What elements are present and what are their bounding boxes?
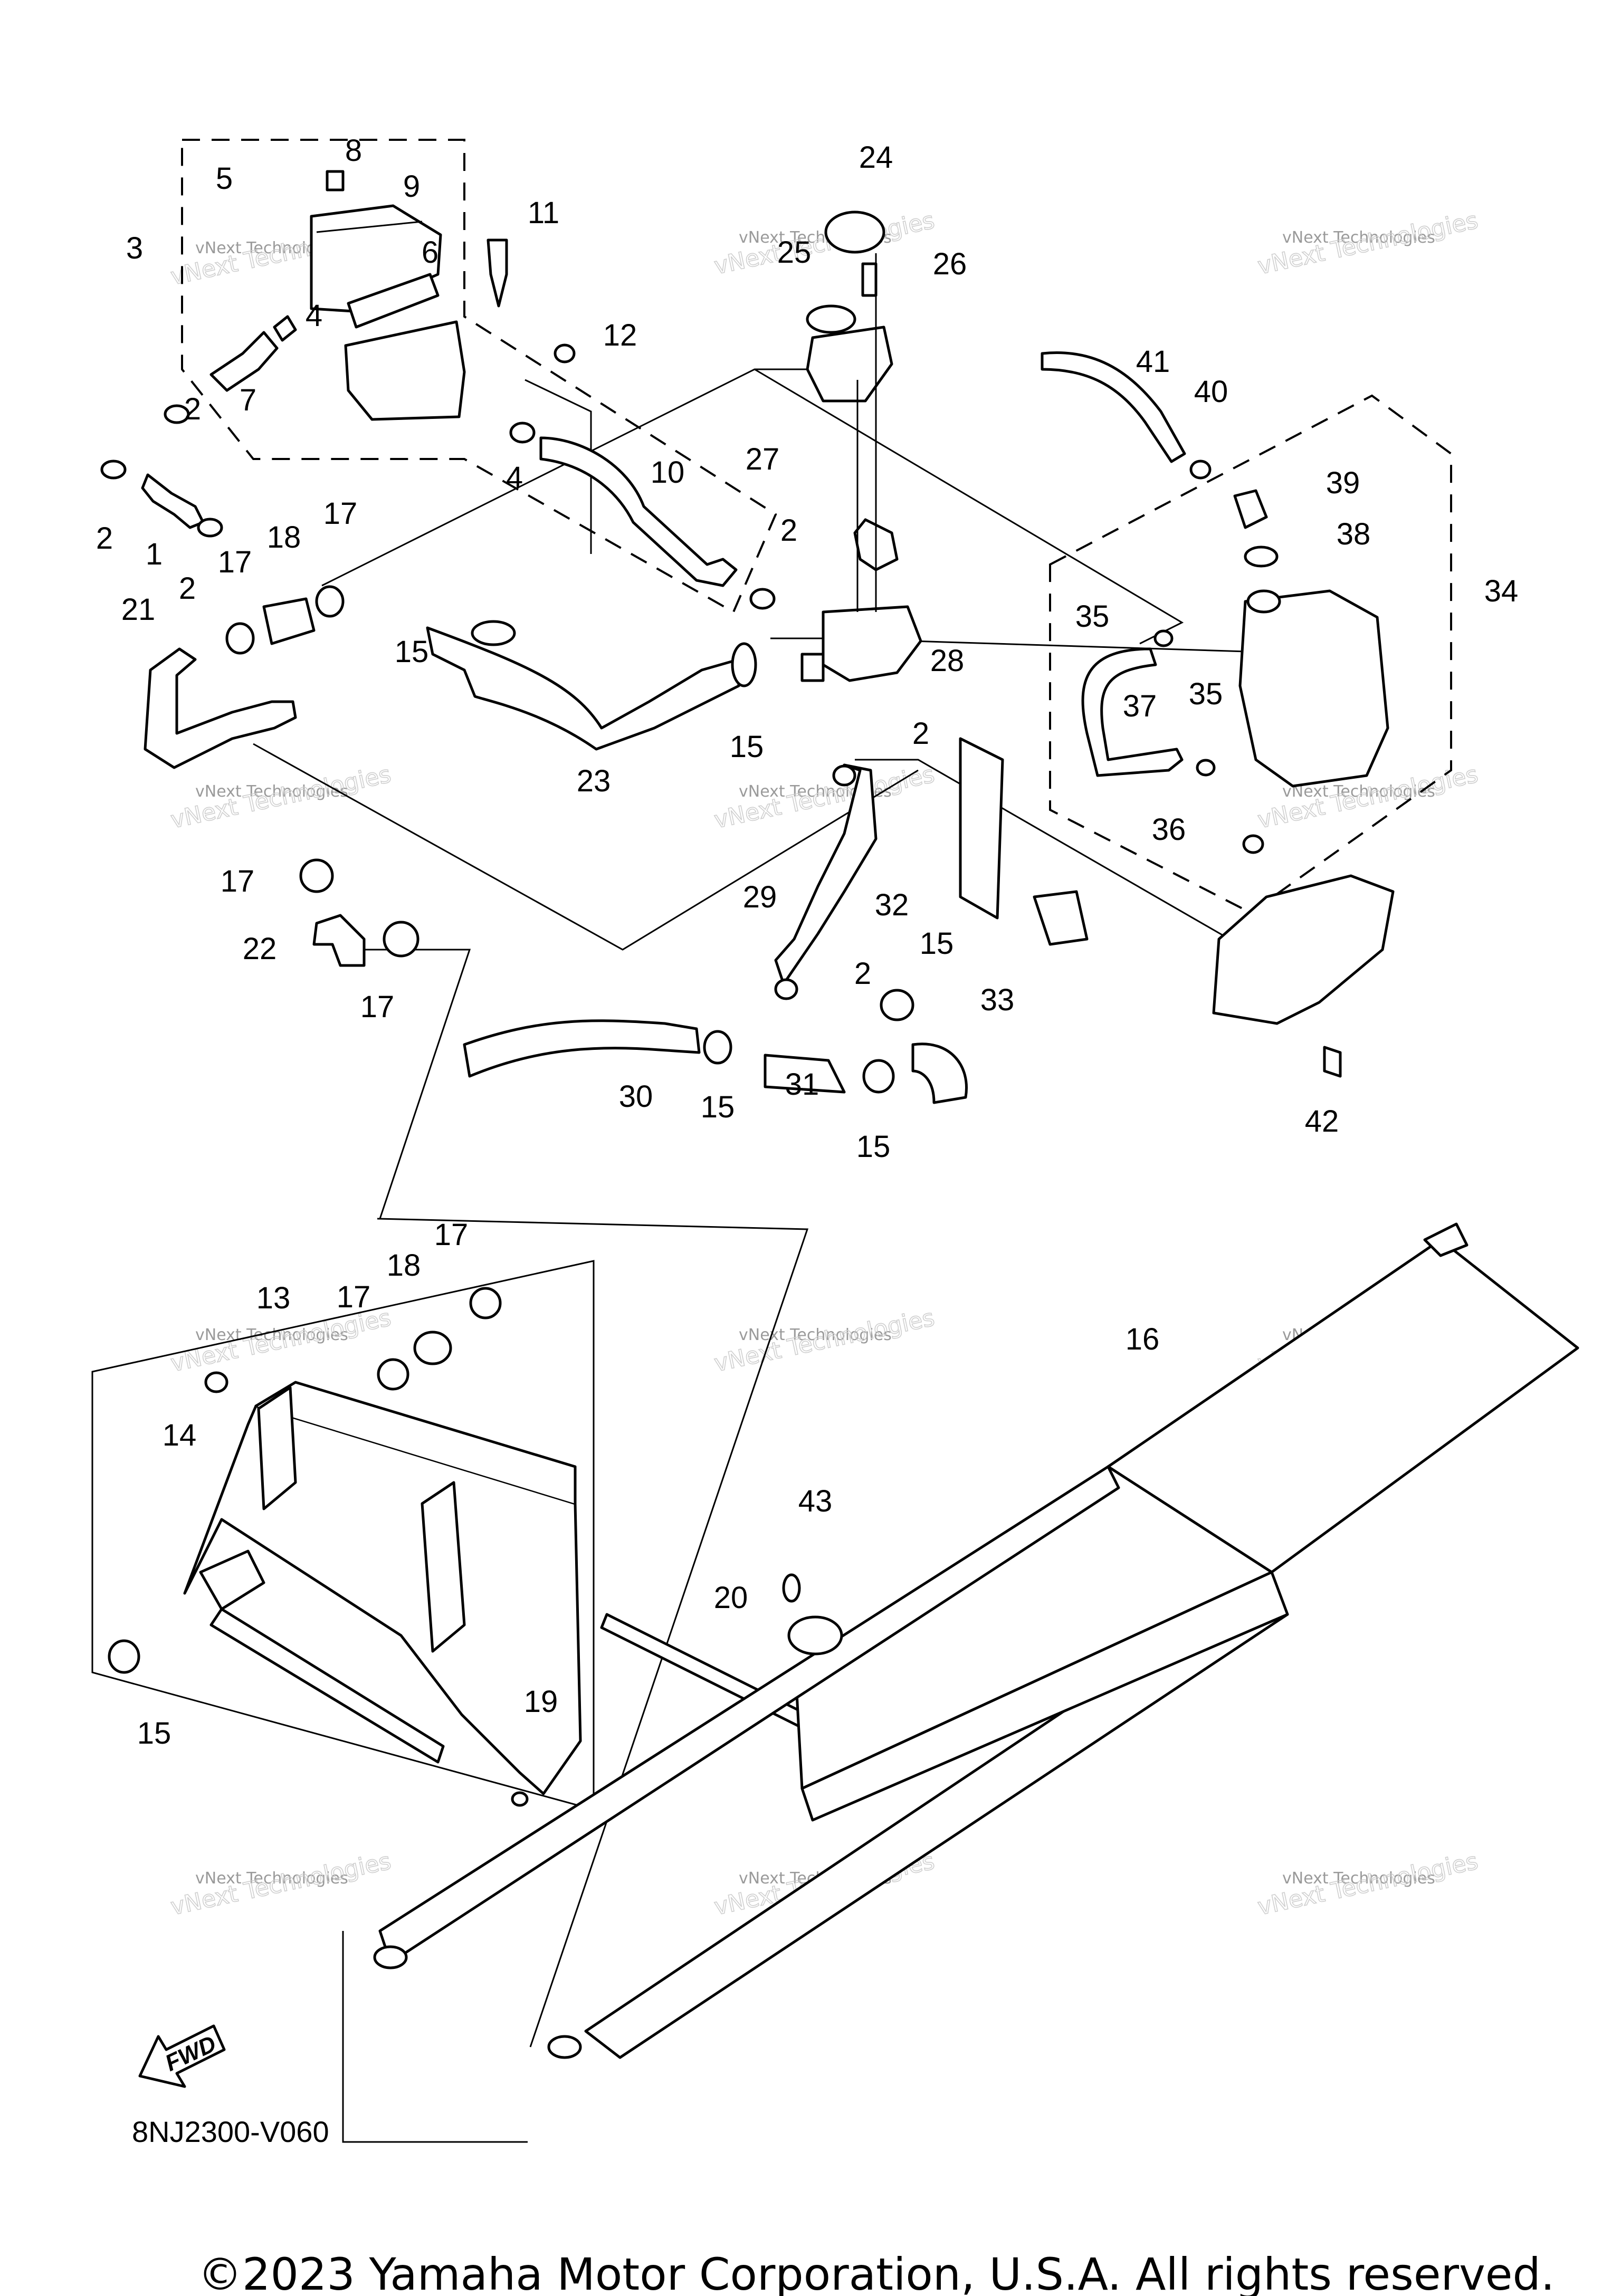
callout-c28: 28 xyxy=(930,644,965,678)
callout-c30: 30 xyxy=(619,1079,653,1114)
callout-c6: 6 xyxy=(422,235,438,270)
watermark-small: vNext Technologies xyxy=(195,1869,348,1888)
callout-c40: 40 xyxy=(1194,375,1228,409)
callout-c3: 3 xyxy=(126,231,143,265)
callout-c33: 33 xyxy=(980,983,1015,1017)
watermark-small: vNext Technologies xyxy=(195,1326,348,1344)
callout-c15c: 15 xyxy=(920,926,954,961)
callout-c43: 43 xyxy=(798,1484,833,1518)
callout-c34: 34 xyxy=(1484,574,1519,608)
callout-c27: 27 xyxy=(746,442,780,476)
callout-c13: 13 xyxy=(256,1281,291,1315)
watermark-small: vNext Technologies xyxy=(739,1326,892,1344)
callout-c15a: 15 xyxy=(395,635,429,669)
callout-c2b: 2 xyxy=(96,521,113,556)
left-hoses xyxy=(141,331,740,967)
brackets xyxy=(959,737,1395,1078)
callout-c20: 20 xyxy=(714,1581,748,1615)
callout-c8: 8 xyxy=(345,133,362,168)
callout-c5: 5 xyxy=(216,161,233,196)
callout-c17c: 17 xyxy=(221,864,255,898)
callout-c36: 36 xyxy=(1152,812,1186,847)
group-boxes xyxy=(181,139,1452,914)
watermark-small: vNext Technologies xyxy=(195,782,348,801)
callout-c1: 1 xyxy=(146,537,163,571)
callout-c16: 16 xyxy=(1126,1322,1160,1356)
callout-c7: 7 xyxy=(240,383,256,417)
callout-c17f: 17 xyxy=(337,1280,371,1314)
callout-c17e: 17 xyxy=(434,1218,469,1252)
thermostat-housing xyxy=(800,211,922,682)
callout-layer: 1222222344567891011121314151515151515161… xyxy=(96,133,1518,1750)
callout-c10: 10 xyxy=(651,455,685,490)
heat-exchanger-plates xyxy=(373,1222,1579,2059)
callout-c32: 32 xyxy=(875,888,909,922)
callout-c37: 37 xyxy=(1123,689,1157,723)
callout-c24: 24 xyxy=(859,140,893,175)
watermark-small: vNext Technologies xyxy=(1282,782,1435,801)
callout-c25: 25 xyxy=(777,235,812,270)
callout-c18a: 18 xyxy=(267,520,301,554)
callout-c9: 9 xyxy=(403,169,420,204)
callout-c38: 38 xyxy=(1337,517,1371,551)
callout-c35b: 35 xyxy=(1189,677,1223,711)
callout-c35a: 35 xyxy=(1075,599,1110,634)
copyright-notice: ©2023 Yamaha Motor Corporation, U.S.A. A… xyxy=(198,2249,1555,2296)
callout-c18b: 18 xyxy=(387,1248,421,1283)
hose-clamps xyxy=(100,343,1264,1807)
callout-c21: 21 xyxy=(121,592,156,627)
air-vent-cover-assembly xyxy=(273,170,508,421)
callout-c42: 42 xyxy=(1305,1104,1339,1139)
callout-c22: 22 xyxy=(243,932,277,966)
callout-c41: 41 xyxy=(1136,345,1170,379)
callout-c2f: 2 xyxy=(854,956,871,991)
diagram-code: 8NJ2300-V060 xyxy=(132,2115,329,2148)
fwd-arrow: FWD xyxy=(138,2024,226,2088)
callout-c2a: 2 xyxy=(184,392,201,426)
callout-c11: 11 xyxy=(528,196,559,230)
callout-c26: 26 xyxy=(933,247,967,281)
callout-c15b: 15 xyxy=(730,730,764,764)
callout-c15f: 15 xyxy=(137,1716,171,1750)
callout-c19: 19 xyxy=(524,1685,558,1719)
callout-c4b: 4 xyxy=(506,461,523,495)
callout-c15d: 15 xyxy=(701,1090,735,1124)
callout-c2c: 2 xyxy=(179,571,196,606)
coolant-reservoir xyxy=(1041,351,1389,788)
watermark-small: vNext Technologies xyxy=(1282,228,1435,247)
callout-c14: 14 xyxy=(163,1418,197,1452)
callout-c17b: 17 xyxy=(218,545,252,579)
callout-c29: 29 xyxy=(743,880,777,914)
center-hoses xyxy=(463,763,968,1104)
callout-c15e: 15 xyxy=(856,1130,891,1164)
callout-c17a: 17 xyxy=(323,496,358,531)
callout-c17d: 17 xyxy=(360,990,395,1024)
callout-c31: 31 xyxy=(785,1067,819,1102)
callout-c23: 23 xyxy=(577,764,611,798)
callout-c2e: 2 xyxy=(912,716,929,751)
cooler-frame xyxy=(183,1381,582,1795)
callout-c39: 39 xyxy=(1326,466,1360,500)
callout-c4a: 4 xyxy=(306,299,322,333)
callout-c2d: 2 xyxy=(780,513,797,548)
callout-c12: 12 xyxy=(603,318,637,352)
watermark-small: vNext Technologies xyxy=(1282,1869,1435,1888)
